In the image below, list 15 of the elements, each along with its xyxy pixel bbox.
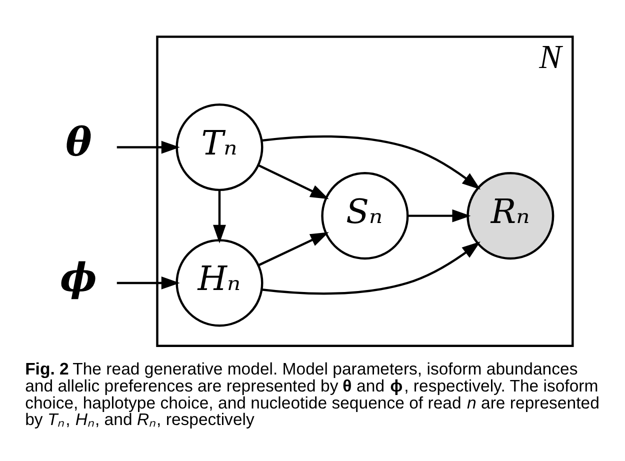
arrow — [408, 209, 471, 222]
node-circle: Tₙ — [176, 104, 264, 192]
node-circle: Hₙ — [176, 239, 264, 327]
arrow — [262, 135, 481, 190]
arrow — [116, 276, 180, 290]
node-text: ϕ — [60, 255, 97, 302]
arrow — [262, 242, 480, 295]
arrow — [258, 232, 329, 266]
node-circle: Rₙ — [466, 172, 554, 260]
arrow — [116, 140, 180, 154]
node-circle: Sₙ — [321, 172, 409, 260]
arrow — [258, 164, 329, 200]
node-text: θ — [66, 120, 92, 166]
arrow — [213, 190, 226, 244]
caption: Fig. 2 The read generative model. Model parameters, isoform abundances and allelic preferences are represented by θ and ϕ, respectively. The isoform choice, haplotype choice, and nucleotide sequence of read n are represented by Tₙ, Hₙ, and Rₙ, respectively — [25, 360, 600, 430]
